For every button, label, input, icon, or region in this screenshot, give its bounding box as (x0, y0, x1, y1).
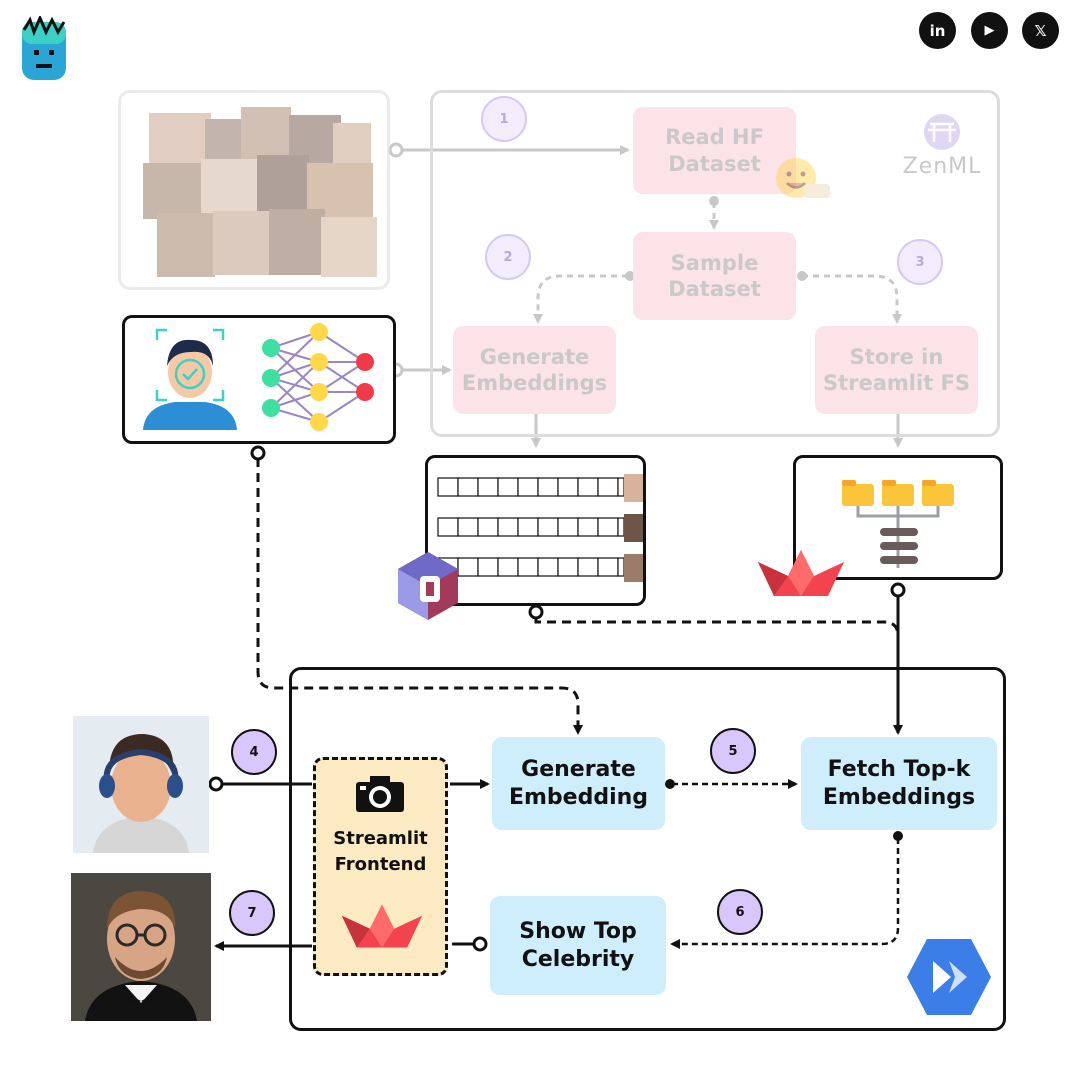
x-icon[interactable]: 𝕏 (1022, 12, 1059, 49)
face-verification-icon (143, 328, 237, 430)
app-connectors (214, 458, 903, 951)
celebrity-photo-output (71, 873, 211, 1021)
show-top-celebrity-node[interactable]: Show Top Celebrity (490, 896, 666, 995)
neural-network-icon (262, 323, 374, 431)
streamlit-frontend-box[interactable]: Streamlit Frontend (313, 757, 448, 976)
step-badge-1: 1 (481, 96, 527, 142)
linkedin-icon[interactable]: in (919, 12, 956, 49)
step-badge-2: 2 (485, 234, 531, 280)
cloud-run-icon (905, 937, 993, 1017)
brand-logo-icon (20, 14, 68, 82)
step-badge-4: 4 (231, 729, 277, 775)
sample-dataset-step: Sample Dataset (633, 232, 796, 320)
store-streamlit-fs-step: Store in Streamlit FS (815, 326, 978, 414)
streamlit-frontend-logo-icon (341, 904, 423, 948)
generate-embeddings-step: Generate Embeddings (453, 326, 616, 414)
step-badge-6: 6 (717, 889, 763, 935)
huggingface-icon (772, 154, 832, 206)
fetch-topk-embeddings-node[interactable]: Fetch Top-k Embeddings (801, 737, 997, 830)
cloud-run-app-box (289, 667, 1006, 1031)
generate-embedding-node[interactable]: Generate Embedding (492, 737, 665, 830)
zenml-brand-label: ZenML (902, 154, 982, 179)
camera-icon (356, 776, 404, 812)
celebrity-dataset-image (118, 90, 390, 290)
zenml-logo-icon (896, 112, 988, 182)
face-embedding-model-box (122, 315, 396, 444)
embedding-vectors-icon (437, 474, 654, 582)
step-badge-5: 5 (710, 728, 756, 774)
qdrant-logo-icon (396, 550, 460, 622)
step-badge-7: 7 (229, 890, 275, 936)
folder-tree-icon (842, 480, 954, 568)
streamlit-logo-icon (756, 548, 846, 598)
user-photo-input (73, 716, 209, 853)
read-hf-dataset-step: Read HF Dataset (633, 107, 796, 194)
vector-database-box (425, 455, 654, 606)
file-storage-box (793, 455, 1003, 580)
step-badge-3: 3 (897, 239, 943, 285)
zenml-pipeline-box (430, 90, 1000, 437)
pipeline-connectors (402, 145, 903, 448)
streamlit-frontend-label: Streamlit Frontend (333, 828, 428, 876)
youtube-icon[interactable]: ▶ (971, 12, 1008, 49)
